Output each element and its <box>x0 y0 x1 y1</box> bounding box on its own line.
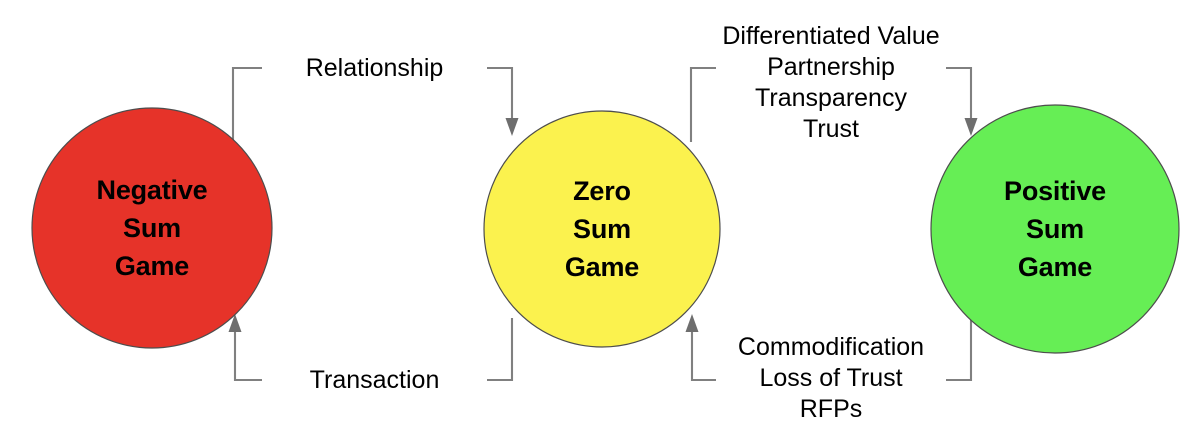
edge-label-value: Differentiated Value Partnership Transpa… <box>715 21 947 145</box>
connector-relationship[interactable] <box>231 66 519 140</box>
node-circle-zero-sum-game[interactable] <box>483 110 721 348</box>
edge-label-commodification: Commodification Loss of Trust RFPs <box>715 332 947 425</box>
edge-label-transaction: Transaction <box>265 365 484 396</box>
edge-label-line-1: Transaction <box>309 366 440 394</box>
edge-label-line-3: RFPs <box>799 395 863 423</box>
connector-transaction[interactable] <box>228 314 514 382</box>
edge-label-line-1: Differentiated Value <box>722 22 940 50</box>
edge-label-line-4: Trust <box>802 115 860 143</box>
connector-value[interactable] <box>689 66 978 142</box>
connector-transaction-tail <box>487 318 514 382</box>
node-circle-negative-sum-game[interactable] <box>31 107 273 349</box>
arrowhead-up-icon <box>685 314 699 332</box>
connector-commodification-head-stem <box>690 330 716 382</box>
connector-commodification-tail <box>946 320 973 382</box>
arrowhead-down-icon <box>964 118 978 136</box>
edge-label-line-1: Relationship <box>305 54 444 82</box>
connector-transaction-head-stem <box>233 330 262 382</box>
edge-label-line-3: Transparency <box>755 84 907 112</box>
connector-value-tail <box>689 66 716 142</box>
connector-relationship-tail <box>231 66 262 140</box>
arrowhead-up-icon <box>228 314 242 332</box>
node-circle-positive-sum-game[interactable] <box>930 104 1180 354</box>
edge-label-relationship: Relationship <box>265 53 484 84</box>
edge-label-line-2: Loss of Trust <box>759 364 903 392</box>
edge-label-line-1: Commodification <box>737 333 925 361</box>
edge-label-line-2: Partnership <box>767 53 895 81</box>
arrowhead-down-icon <box>505 118 519 136</box>
connector-commodification[interactable] <box>685 314 973 382</box>
connector-relationship-head-stem <box>487 66 514 124</box>
connector-value-head-stem <box>946 66 973 124</box>
